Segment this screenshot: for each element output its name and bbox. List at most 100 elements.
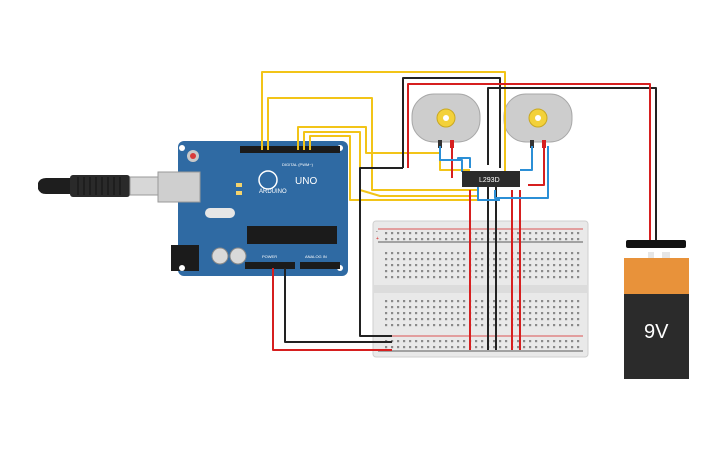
breadboard-hole: [409, 252, 412, 255]
breadboard-hole: [571, 340, 574, 343]
breadboard-hole: [553, 318, 556, 321]
breadboard-hole: [439, 264, 442, 267]
wire-red[interactable]: [407, 83, 651, 242]
breadboard-hole: [481, 238, 484, 241]
breadboard-hole: [397, 340, 400, 343]
wire-yellow[interactable]: [267, 97, 478, 191]
breadboard-hole: [475, 264, 478, 267]
breadboard-hole: [385, 252, 388, 255]
breadboard-hole: [421, 270, 424, 273]
breadboard-hole: [403, 312, 406, 315]
breadboard-hole: [571, 232, 574, 235]
wire-blue[interactable]: [477, 185, 500, 201]
breadboard-hole: [505, 252, 508, 255]
motor-driver-chip[interactable]: L293D: [462, 171, 520, 187]
breadboard-hole: [409, 258, 412, 261]
breadboard-hole: [397, 306, 400, 309]
breadboard-hole: [547, 264, 550, 267]
breadboard-hole: [421, 312, 424, 315]
wire-yellow[interactable]: [309, 135, 478, 201]
breadboard-hole: [547, 306, 550, 309]
breadboard-hole: [577, 312, 580, 315]
wire-red[interactable]: [272, 268, 392, 351]
breadboard-hole: [409, 300, 412, 303]
breadboard-hole: [571, 270, 574, 273]
breadboard-hole: [457, 318, 460, 321]
breadboard-hole: [463, 264, 466, 267]
breadboard-hole: [421, 318, 424, 321]
wire-black[interactable]: [359, 167, 403, 337]
breadboard-hole: [499, 346, 502, 349]
breadboard-hole: [571, 300, 574, 303]
wire-blue[interactable]: [520, 146, 533, 171]
breadboard[interactable]: + -: [372, 220, 589, 358]
breadboard-hole: [433, 306, 436, 309]
breadboard-hole: [571, 324, 574, 327]
breadboard-hole: [577, 276, 580, 279]
breadboard-hole: [385, 270, 388, 273]
battery-icon[interactable]: 9V: [624, 240, 689, 379]
breadboard-hole: [463, 300, 466, 303]
breadboard-hole: [409, 306, 412, 309]
breadboard-hole: [493, 346, 496, 349]
breadboard-hole: [445, 232, 448, 235]
breadboard-hole: [541, 232, 544, 235]
breadboard-hole: [427, 324, 430, 327]
breadboard-hole: [547, 232, 550, 235]
breadboard-hole: [439, 258, 442, 261]
breadboard-hole: [451, 264, 454, 267]
wire-yellow[interactable]: [297, 126, 470, 171]
breadboard-hole: [391, 232, 394, 235]
breadboard-hole: [529, 252, 532, 255]
breadboard-hole: [541, 324, 544, 327]
dc-motor-icon[interactable]: [411, 93, 481, 148]
dc-motor-icon[interactable]: [503, 93, 573, 148]
breadboard-hole: [535, 324, 538, 327]
breadboard-hole: [451, 340, 454, 343]
breadboard-hole: [499, 276, 502, 279]
breadboard-hole: [541, 312, 544, 315]
breadboard-hole: [523, 270, 526, 273]
breadboard-hole: [523, 300, 526, 303]
breadboard-hole: [499, 258, 502, 261]
wire-blue[interactable]: [452, 157, 471, 168]
wire-black[interactable]: [402, 77, 501, 168]
breadboard-hole: [427, 270, 430, 273]
breadboard-hole: [505, 340, 508, 343]
breadboard-hole: [541, 340, 544, 343]
breadboard-hole: [499, 264, 502, 267]
breadboard-hole: [421, 276, 424, 279]
breadboard-hole: [433, 300, 436, 303]
wire-black[interactable]: [487, 87, 657, 242]
breadboard-hole: [565, 264, 568, 267]
breadboard-hole: [397, 300, 400, 303]
wire-black[interactable]: [284, 268, 392, 343]
breadboard-hole: [433, 232, 436, 235]
breadboard-hole: [541, 264, 544, 267]
breadboard-hole: [523, 238, 526, 241]
breadboard-hole: [403, 318, 406, 321]
wire-yellow[interactable]: [303, 131, 478, 197]
wire-red[interactable]: [528, 146, 545, 186]
breadboard-hole: [433, 276, 436, 279]
breadboard-hole: [463, 276, 466, 279]
breadboard-hole: [517, 276, 520, 279]
breadboard-hole: [415, 340, 418, 343]
wire-blue[interactable]: [439, 146, 463, 172]
breadboard-hole: [427, 252, 430, 255]
breadboard-hole: [463, 312, 466, 315]
breadboard-hole: [523, 346, 526, 349]
arduino-board[interactable]: ARDUINO UNO DIGITAL (PWM~) POWER ANALOG …: [157, 141, 348, 276]
wire-blue[interactable]: [494, 146, 549, 199]
breadboard-hole: [427, 340, 430, 343]
breadboard-hole: [571, 264, 574, 267]
usb-cable-icon[interactable]: [38, 175, 159, 197]
breadboard-hole: [529, 264, 532, 267]
breadboard-hole: [559, 324, 562, 327]
breadboard-hole: [481, 312, 484, 315]
breadboard-hole: [565, 232, 568, 235]
breadboard-hole: [535, 312, 538, 315]
breadboard-hole: [385, 312, 388, 315]
breadboard-hole: [517, 270, 520, 273]
breadboard-hole: [403, 252, 406, 255]
